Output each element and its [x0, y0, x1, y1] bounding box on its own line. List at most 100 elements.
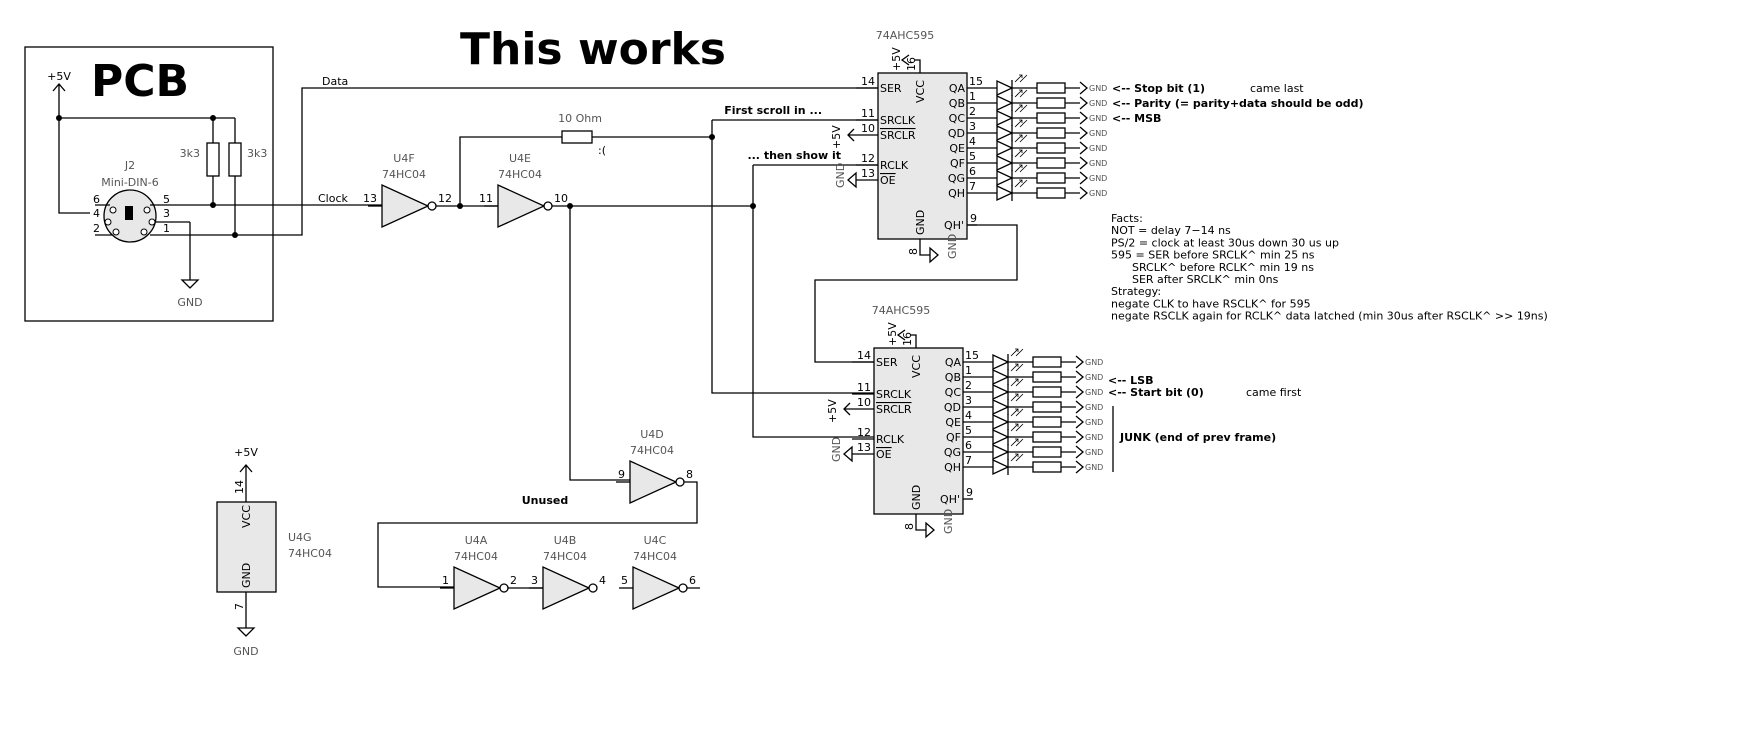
- pin-name: QC: [949, 112, 966, 125]
- ic-body: [873, 347, 964, 515]
- pin-name: VCC: [240, 505, 253, 528]
- pin-number: 1: [965, 364, 972, 377]
- pin-number: 13: [857, 441, 871, 454]
- light-rays-icon: [1014, 104, 1028, 113]
- pin-number: 4: [969, 135, 976, 148]
- pin-name: GND: [910, 485, 923, 510]
- led-icon: [996, 94, 1014, 112]
- inverter-bubble-icon: [427, 201, 437, 211]
- ground-icon: [1075, 400, 1084, 414]
- pin-number: 14: [861, 75, 875, 88]
- gnd-label: GND: [1085, 403, 1103, 412]
- pin-name: QG: [948, 172, 965, 185]
- wire: [919, 239, 930, 256]
- pin-name: OE: [880, 174, 896, 187]
- pin-name: QF: [946, 431, 961, 444]
- pin-name: QE: [949, 142, 965, 155]
- inverter-bubble-icon: [675, 477, 685, 487]
- pin-name: QA: [945, 356, 962, 369]
- pin-number: 12: [861, 152, 875, 165]
- gnd-label: GND: [1089, 114, 1107, 123]
- pin-name: GND: [240, 563, 253, 588]
- ground-icon: [1075, 415, 1084, 429]
- pin-name: SER: [876, 356, 898, 369]
- ground-icon: [1079, 96, 1088, 110]
- pin-number: 9: [970, 212, 977, 225]
- led-resistor: [1036, 82, 1066, 94]
- vcc-label: +5V: [886, 322, 899, 346]
- led-icon: [992, 458, 1010, 476]
- pin-number: 1: [442, 574, 449, 587]
- ground-icon: [1079, 156, 1088, 170]
- pin-number: 3: [969, 120, 976, 133]
- pin-number: 9: [618, 468, 625, 481]
- pin-number: 15: [969, 75, 983, 88]
- pin-number: 13: [363, 192, 377, 205]
- gnd-label: GND: [834, 163, 847, 188]
- gnd-label: GND: [1089, 129, 1107, 138]
- ground-icon: [1075, 355, 1084, 369]
- ground-icon: [847, 171, 857, 189]
- ground-icon: [1079, 171, 1088, 185]
- pin-name: QE: [945, 416, 961, 429]
- pin-number: 6: [93, 193, 100, 206]
- note-line: 595 = SER before SRCLK^ min 25 ns: [1111, 249, 1315, 262]
- vcc-label: +5V: [826, 399, 839, 423]
- part-value: 74AHC595: [876, 29, 934, 42]
- ground-icon: [1075, 445, 1084, 459]
- net-label-clock: Clock: [318, 192, 349, 205]
- pin-name: QH': [940, 493, 960, 506]
- light-rays-icon: [1014, 119, 1028, 128]
- pin-number: 8: [686, 468, 693, 481]
- pin-name: RCLK: [880, 159, 909, 172]
- pin-name: QF: [950, 157, 965, 170]
- pin-name: QC: [945, 386, 962, 399]
- wire: [59, 117, 236, 235]
- pin-name: SRCLR: [880, 129, 916, 142]
- led-icon: [992, 383, 1010, 401]
- annotation-came-last: came last: [1250, 82, 1304, 95]
- vcc-label: +5V: [234, 446, 258, 459]
- annotation-lsb: <-- LSB: [1108, 374, 1154, 387]
- light-rays-icon: [1014, 149, 1028, 158]
- ground-icon: [1075, 370, 1084, 384]
- pin-number: 8: [907, 248, 920, 255]
- vcc-arrow-icon: [896, 329, 917, 348]
- light-rays-icon: [1014, 134, 1028, 143]
- wire: [168, 87, 878, 236]
- gnd-label: GND: [233, 645, 258, 658]
- gnd-label: GND: [1089, 84, 1107, 93]
- led-resistor: [1032, 431, 1062, 443]
- pin-name: QD: [944, 401, 961, 414]
- led-resistor: [1032, 386, 1062, 398]
- ground-icon: [1079, 186, 1088, 200]
- gnd-label: GND: [1089, 174, 1107, 183]
- pin-name: GND: [914, 210, 927, 235]
- light-rays-icon: [1010, 453, 1024, 462]
- led-resistor: [1032, 401, 1062, 413]
- pin-number: 5: [163, 193, 170, 206]
- wire: [436, 119, 878, 394]
- title: This works: [460, 24, 726, 75]
- annotation-msb: <-- MSB: [1112, 112, 1161, 125]
- annotation-stop-bit: <-- Stop bit (1): [1112, 82, 1205, 95]
- led-icon: [996, 139, 1014, 157]
- inverter-bubble-icon: [543, 201, 553, 211]
- inverter-gate-icon: [542, 565, 591, 611]
- led-icon: [992, 443, 1010, 461]
- pin-number: 10: [861, 122, 875, 135]
- pin-name: QG: [944, 446, 961, 459]
- gnd-label: GND: [830, 437, 843, 462]
- pin-number: 3: [531, 574, 538, 587]
- pin-name: VCC: [914, 80, 927, 103]
- pin-number: 2: [969, 105, 976, 118]
- inverter-bubble-icon: [499, 583, 509, 593]
